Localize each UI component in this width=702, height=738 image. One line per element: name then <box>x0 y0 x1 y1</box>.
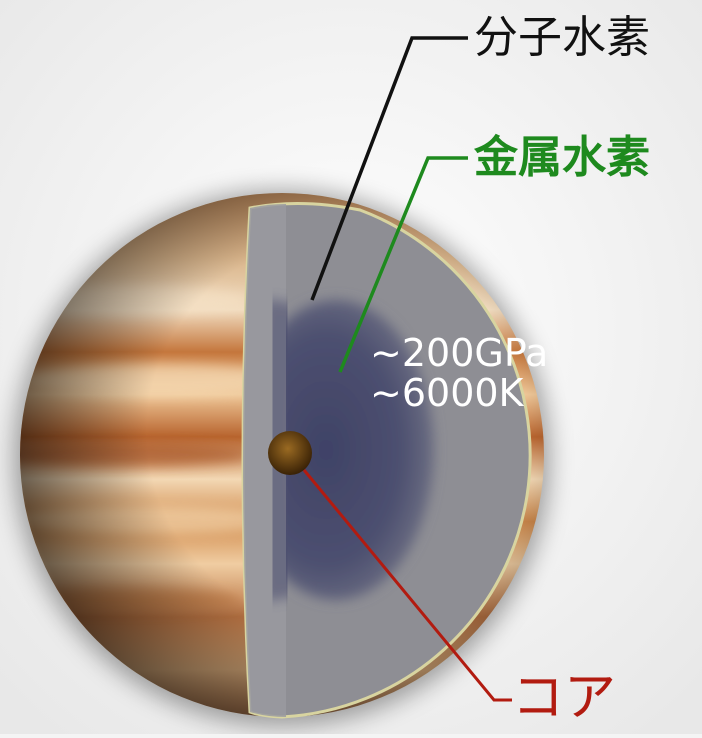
core-leader-line <box>302 469 512 702</box>
pressure-label: ~200GPa <box>370 331 549 375</box>
core <box>268 431 312 475</box>
temperature-label: ~6000K <box>370 371 524 415</box>
metallic-leader-line <box>338 156 468 373</box>
core-label: コア <box>512 668 617 728</box>
metallic-hydrogen-label: 金属水素 <box>474 132 650 183</box>
molecular-leader-line <box>310 36 468 301</box>
molecular-hydrogen-label: 分子水素 <box>474 12 650 63</box>
